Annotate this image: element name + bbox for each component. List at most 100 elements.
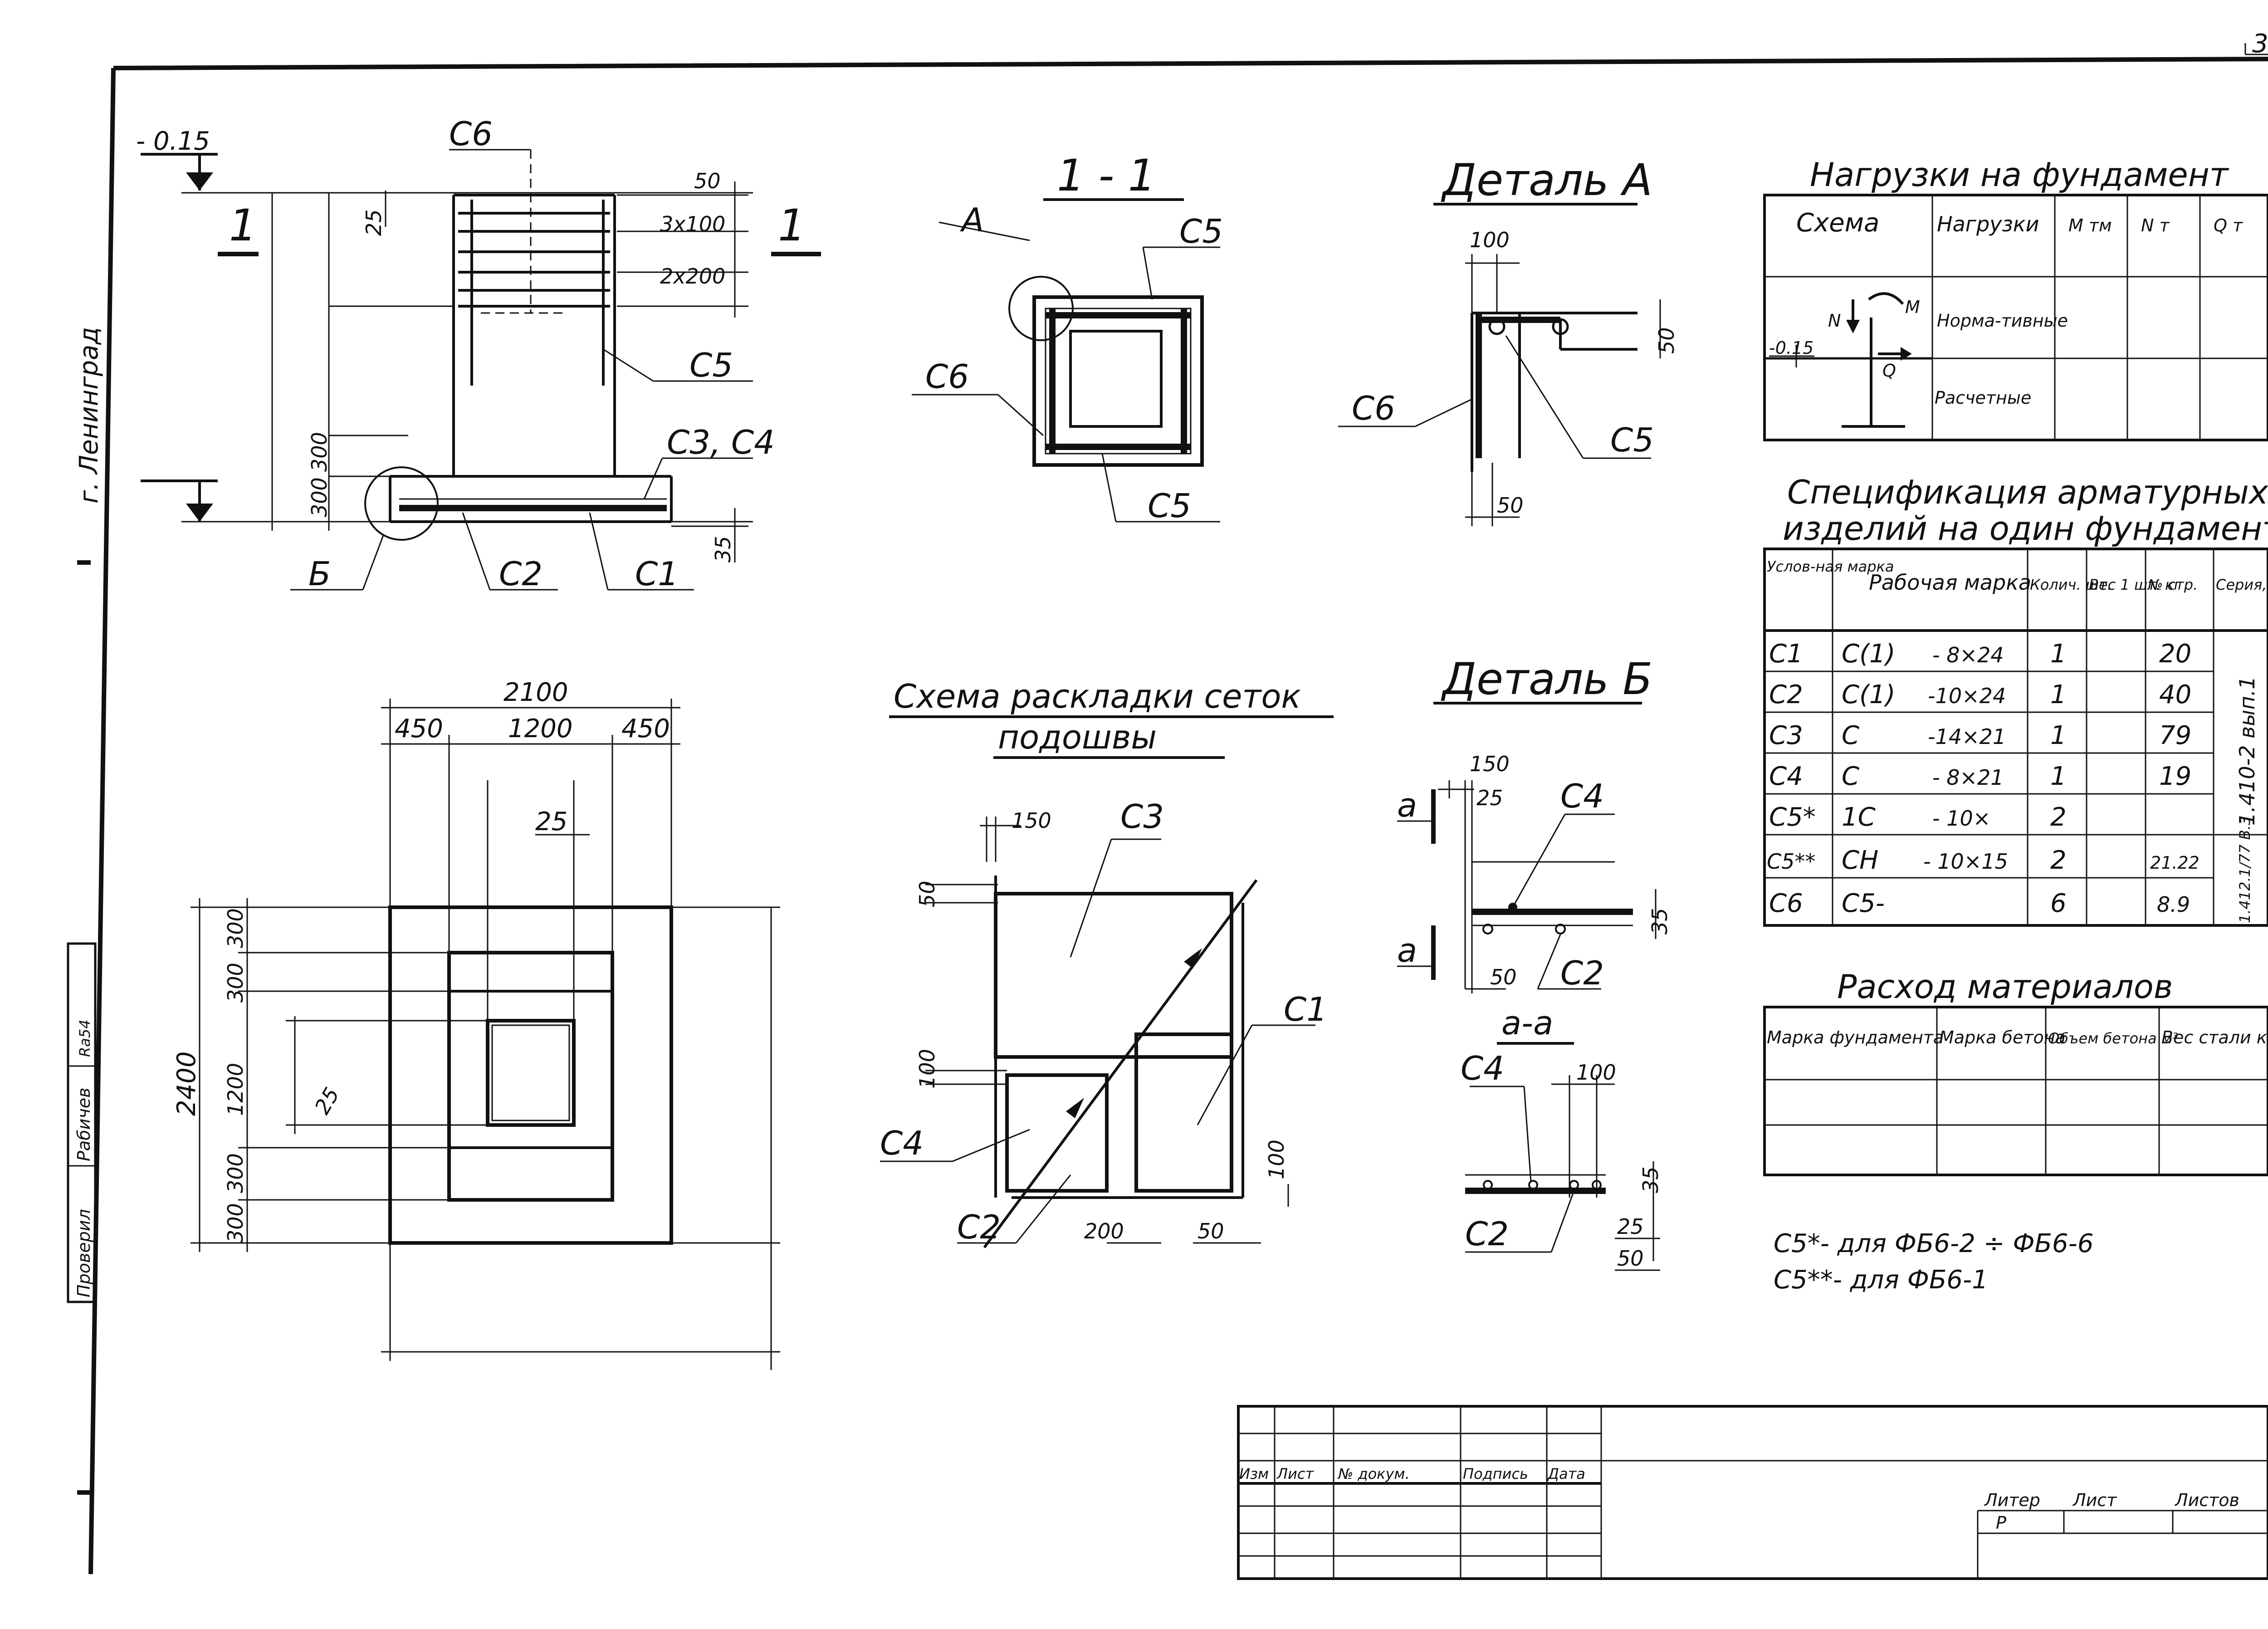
aa-title: а-а [1501, 1004, 1553, 1042]
spec-row-work: С [1842, 721, 1859, 750]
dim-450a: 450 [395, 714, 443, 744]
label-c1: С1 [1284, 990, 1327, 1028]
cut-mark-left: 1 [229, 200, 257, 251]
spec-title-1: Спецификация арматурных [1787, 473, 2268, 511]
dim-300a: 300 [307, 432, 332, 472]
stamp-liter: Литер [1984, 1490, 2040, 1510]
diagram-elev: -0.15 [1769, 338, 1813, 358]
stamp-list: Лист [2072, 1490, 2117, 1510]
section-view: - 0.15 1 1 [136, 115, 821, 593]
label-c6: С6 [925, 357, 969, 396]
loads-h-q: Q т [2214, 215, 2244, 235]
diagram-m: M [1905, 297, 1920, 317]
spec-row-work: С(1) [1842, 680, 1895, 709]
dim-35: 35 [711, 536, 735, 563]
aa-dim-25: 25 [1617, 1214, 1644, 1239]
spec-row-qty: 1 [2050, 721, 2067, 750]
dim-2100: 2100 [503, 678, 568, 707]
label-c2: С2 [1560, 954, 1604, 992]
spec-table: Спецификация арматурных изделий на один … [1763, 473, 2268, 927]
spec-row-page: 20 [2159, 639, 2191, 669]
stamp-col-date: Дата [1547, 1465, 1585, 1482]
dim-25: 25 [1476, 786, 1503, 810]
spec-row-qty: 1 [2050, 762, 2067, 791]
stamp-liter-value: Р [1996, 1513, 2006, 1533]
spec-row-page: 8.9 [2157, 892, 2190, 917]
dim-100a: 100 [915, 1049, 939, 1089]
loads-h-scheme: Схема [1796, 208, 1879, 238]
stamp-listov: Листов [2174, 1490, 2239, 1510]
dim-2400: 2400 [172, 1051, 201, 1116]
label-c2: С2 [957, 1208, 1001, 1246]
mark-a-top: а [1397, 786, 1417, 824]
label-c5-bot: С5 [1148, 487, 1191, 525]
aa-dim-50: 50 [1617, 1246, 1644, 1271]
dim-50: 50 [694, 169, 721, 193]
spec-row-page: 79 [2159, 721, 2191, 750]
elev-label: - 0.15 [136, 127, 210, 156]
spec-row-page: 40 [2159, 680, 2191, 709]
loads-row-calc: Расчетные [1935, 388, 2031, 408]
spec-series-1: 1.410-2 вып.1 [2235, 676, 2259, 826]
loads-h-loads: Нагрузки [1937, 212, 2039, 236]
scheme-title-1: Схема раскладки сеток [894, 677, 1301, 715]
stamp-col-doc: № докум. [1337, 1465, 1410, 1482]
scheme-title-2: подошвы [998, 718, 1157, 756]
cut-mark-right: 1 [778, 200, 806, 251]
section-1-1: 1 - 1 А С5 С6 С5 [912, 150, 1223, 525]
mark-a-bot: а [1397, 931, 1417, 969]
spec-row-page: 21.22 [2150, 853, 2200, 873]
aa-dim-35: 35 [1638, 1166, 1663, 1193]
spec-row-work: С5- [1842, 889, 1885, 918]
spec-row-size: - 8×21 [1932, 765, 2004, 790]
detail-b: Деталь Б 150 25 С4 35 а а 50 С2 а-а С [1397, 654, 1672, 1271]
materials-table: Расход материалов Марка фундамента Марка… [1763, 968, 2268, 1176]
label-c5: С5 [689, 346, 733, 384]
spec-row-page: 19 [2159, 762, 2191, 791]
dim-300b: 300 [307, 477, 332, 517]
dim-50a: 50 [1654, 327, 1679, 354]
spec-row-work: С(1) [1842, 639, 1895, 669]
side-checked: Проверил [74, 1209, 94, 1297]
loads-h-n: N т [2141, 215, 2170, 235]
dim-450b: 450 [621, 714, 670, 744]
label-c3: С3 [1120, 797, 1164, 836]
spec-row-work: СН [1842, 846, 1878, 875]
dim-300-3: 300 [223, 1153, 248, 1193]
spec-row-size: - 8×24 [1932, 643, 2004, 667]
side-city: г. Ленинград [74, 327, 104, 504]
dim-150: 150 [1012, 808, 1051, 833]
spec-row-qty: 1 [2050, 680, 2067, 709]
diagram-q: Q [1882, 361, 1896, 381]
spec-row: С3 С -14×21 1 79 [1769, 721, 2191, 750]
dim-100: 100 [1470, 228, 1510, 252]
spec-row-size: -10×24 [1928, 684, 2006, 708]
spec-row: С5** СН - 10×15 2 21.22 [1767, 846, 2200, 875]
note-1: С5*- для ФБ6-2 ÷ ФБ6-6 [1774, 1229, 2093, 1258]
loads-table: Нагрузки на фундамент Схема Нагрузки M т… [1763, 156, 2268, 441]
spec-row: С2 С(1) -10×24 1 40 [1769, 680, 2191, 709]
spec-h-mark: Услов-ная марка [1767, 558, 1894, 575]
spec-row-qty: 2 [2050, 802, 2067, 832]
dim-3x100: 3x100 [660, 212, 725, 236]
materials-h-volume: Объем бетона м³ [2048, 1030, 2178, 1047]
materials-h-concrete: Марка бетона [1939, 1027, 2066, 1047]
dim-25a: 25 [535, 807, 567, 837]
dim-100b: 100 [1264, 1140, 1289, 1179]
stamp-col-sign: Подпись [1463, 1465, 1528, 1482]
plan-view: 2100 450 1200 450 25 2400 300 300 1200 3… [172, 678, 780, 1370]
spec-row-size: - 10× [1932, 806, 1990, 831]
spec-h-page: № стр. [2147, 576, 2198, 593]
spec-row: С4 С - 8×21 1 19 [1769, 762, 2191, 791]
dim-25b: 25 [310, 1083, 344, 1119]
label-a: А [960, 201, 984, 239]
spec-row: С6 С5- 6 8.9 [1769, 889, 2190, 918]
dim-150: 150 [1470, 752, 1510, 776]
spec-h-series: Серия, выпуск [2216, 576, 2268, 593]
aa-label-c2: С2 [1465, 1215, 1509, 1253]
title-1-1: 1 - 1 [1057, 150, 1156, 201]
spec-row-mark: С6 [1769, 889, 1803, 918]
label-b: Б [308, 555, 331, 593]
page-number: 34 [2252, 29, 2268, 59]
